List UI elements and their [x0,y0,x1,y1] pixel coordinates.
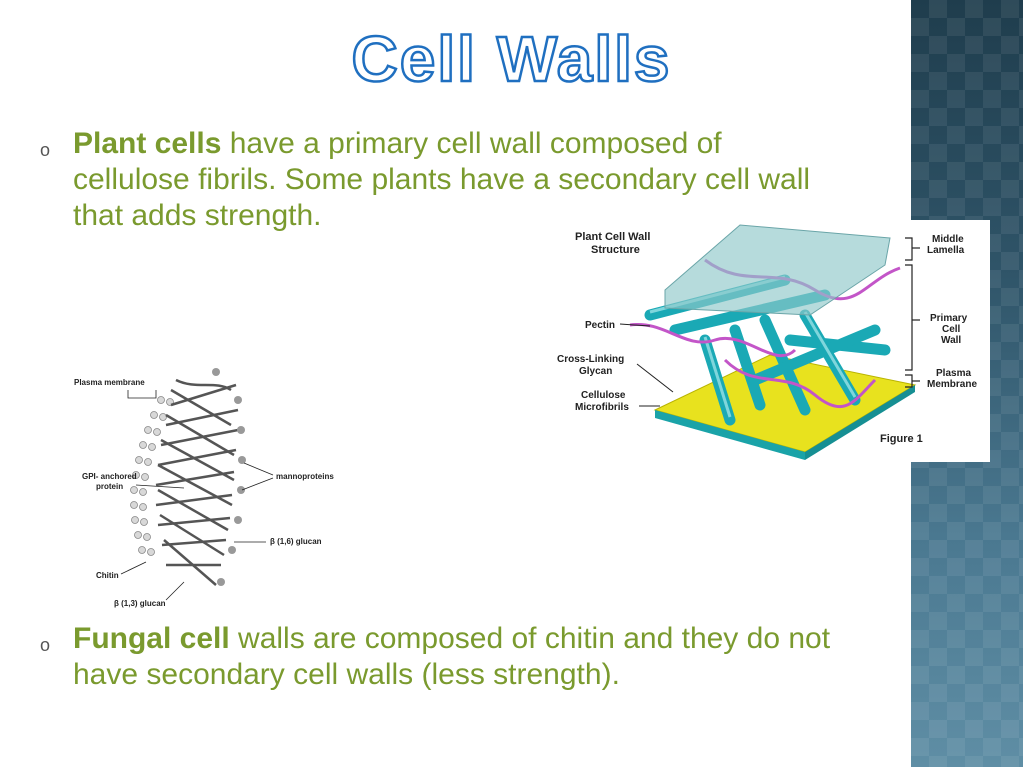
label-gpi: GPI- anchored [82,472,137,481]
plant-cell-wall-figure: Plant Cell Wall Structure Pectin Cross-L… [555,220,990,462]
glucan-fibers [155,378,239,586]
plant-figure-title: Plant Cell Wall [575,231,650,243]
fungal-cell-wall-diagram: Plasma membrane GPI- anchored protein ma… [74,368,334,608]
label-lamella: Lamella [927,245,965,256]
plant-cell-wall-diagram: Plant Cell Wall Structure Pectin Cross-L… [557,224,977,460]
label-mannoproteins: mannoproteins [276,472,334,481]
figure-label: Figure 1 [880,433,923,445]
label-cellulose: Cellulose [581,390,626,401]
label-membrane: Membrane [927,379,977,390]
label-beta13: β (1,3) glucan [114,599,166,608]
label-wall: Wall [941,335,961,346]
label-pectin: Pectin [585,320,615,331]
slide-title: Cell Walls [350,22,672,97]
label-cell: Cell [942,324,961,335]
label-microfibrils: Microfibrils [575,402,629,413]
label-primary: Primary [930,313,968,324]
bullet-line: that adds strength. [73,199,322,232]
label-middle: Middle [932,234,964,245]
label-gpi-protein: protein [96,482,123,491]
label-plasma: Plasma [936,368,971,379]
bullet-line: cellulose fibrils. Some plants have a se… [73,163,811,196]
label-cross-linking: Cross-Linking [557,354,624,365]
label-chitin: Chitin [96,571,119,580]
membrane-beads [130,396,174,556]
label-plasma-membrane: Plasma membrane [74,378,145,387]
bullet-bold-term: Fungal cell [73,622,230,655]
bullet-bold-term: Plant cells [73,127,222,160]
label-glycan: Glycan [579,366,612,377]
middle-lamella-sheet [664,224,891,316]
bullet-marker-icon: o [40,140,51,160]
right-brackets [905,237,920,388]
mannoprotein-blobs [212,368,246,586]
fungal-cell-wall-figure: Plasma membrane GPI- anchored protein ma… [66,360,356,615]
bullet-line: walls are composed of chitin and they do… [229,622,831,655]
label-beta16: β (1,6) glucan [270,537,322,546]
bullet-line: have secondary cell walls (less strength… [73,658,620,691]
bullet-marker-icon: o [40,635,51,655]
plant-figure-title-2: Structure [591,244,640,256]
plasma-membrane-edge [655,410,805,460]
bullet-line: have a primary cell wall composed of [221,127,722,160]
plasma-membrane-edge-side [805,385,915,460]
